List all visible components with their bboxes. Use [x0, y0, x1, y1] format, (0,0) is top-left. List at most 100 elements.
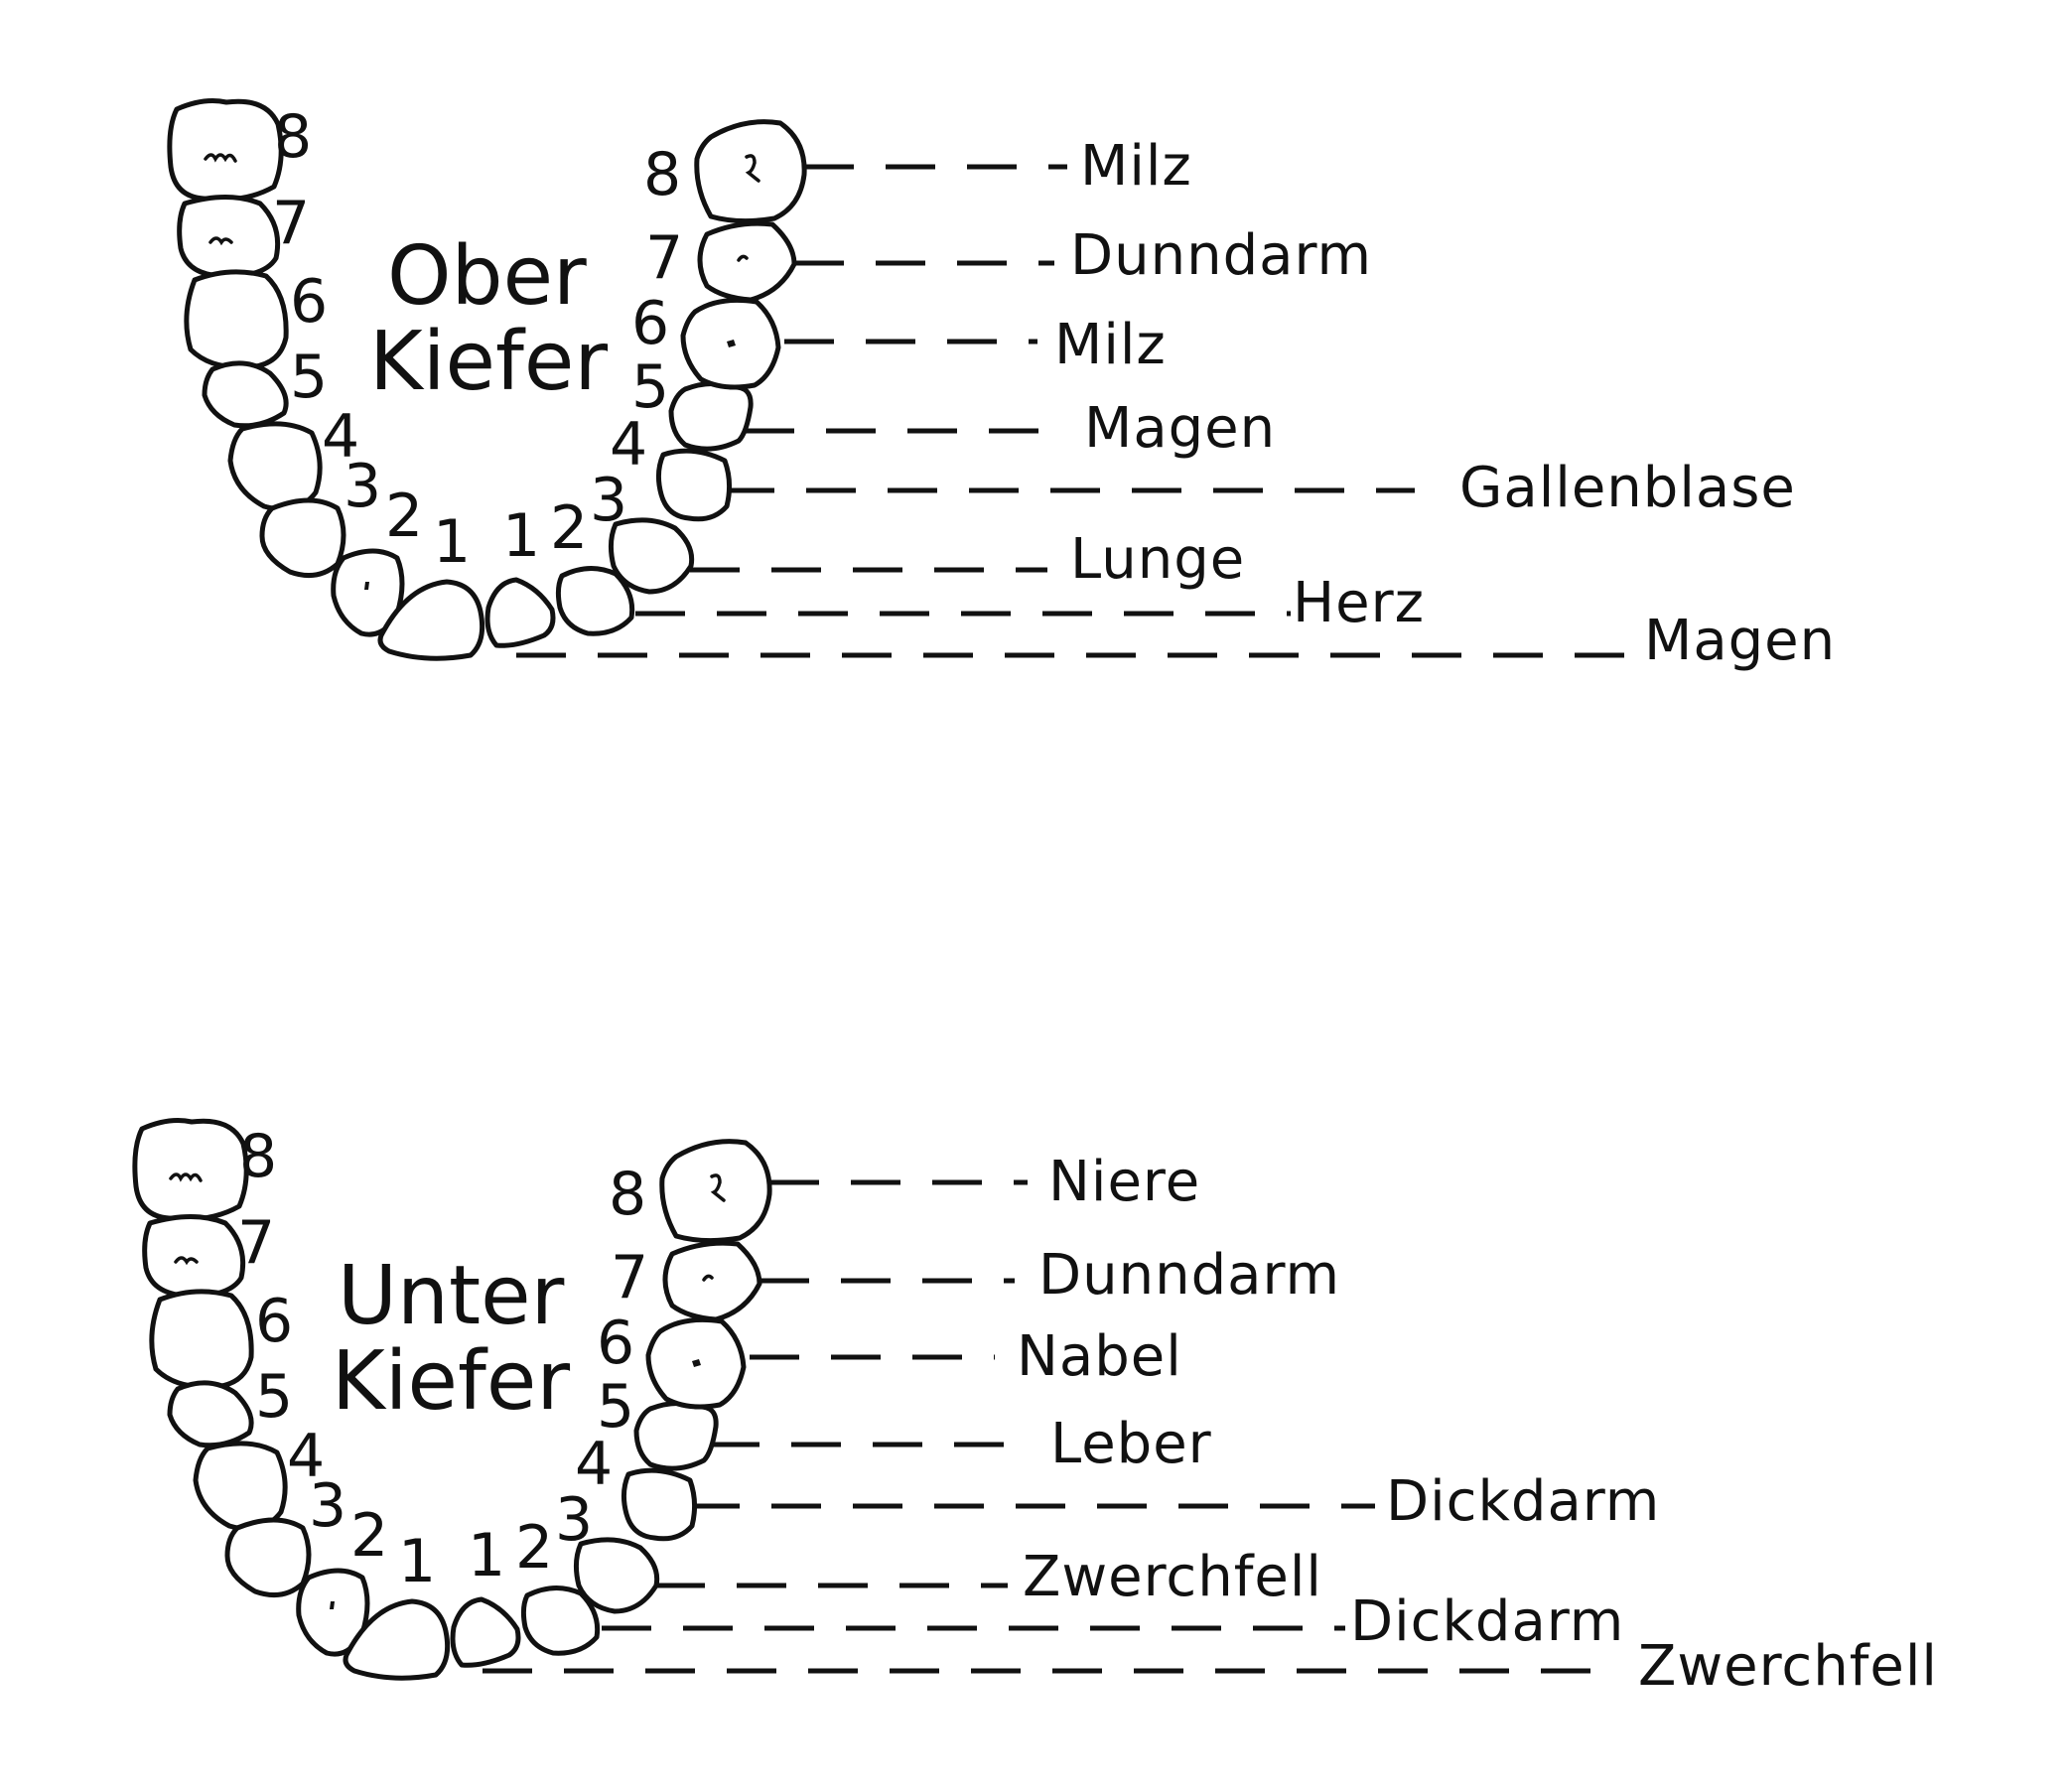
upper-right-tooth-1 [484, 577, 556, 648]
lower-organ-label-3: Zwerchfell [1023, 1545, 1322, 1609]
lower-right-number-2: 2 [515, 1513, 553, 1583]
lower-right-tooth-7-mark [702, 1274, 714, 1282]
upper-organ-label-7: Dunndarm [1070, 223, 1372, 288]
upper-leader-lines [516, 164, 1628, 658]
lower-left-number-4: 4 [287, 1422, 325, 1491]
upper-left-tooth-7-mark [208, 236, 233, 246]
lower-right-number-1: 1 [468, 1521, 505, 1590]
upper-left-number-8: 8 [274, 102, 312, 172]
upper-left-number-6: 6 [290, 267, 328, 337]
upper-right-tooth-7-mark [737, 254, 749, 262]
lower-jaw-title-line1: Unter [338, 1249, 565, 1343]
upper-left-numbers: 8 7 6 5 4 3 2 1 [272, 102, 471, 577]
lower-jaw-title-line2: Kiefer [332, 1334, 570, 1429]
lower-leader-lines [483, 1179, 1593, 1674]
upper-right-tooth-5 [668, 381, 754, 452]
lower-left-tooth-8-mark [169, 1172, 203, 1182]
lower-organ-label-8: Niere [1048, 1150, 1200, 1214]
lower-left-tooth-7-mark [174, 1256, 199, 1266]
lower-right-tooth-4 [621, 1467, 698, 1542]
lower-right-number-4: 4 [575, 1430, 613, 1499]
upper-organ-label-8: Milz [1080, 134, 1192, 199]
upper-left-tooth-2-mark [364, 582, 369, 590]
upper-left-tooth-8 [167, 98, 284, 203]
lower-organ-label-2: Dickdarm [1350, 1589, 1624, 1654]
upper-right-tooth-6-mark [727, 340, 736, 347]
lower-jaw: 8 7 6 5 4 3 2 1 1 2 3 4 5 6 7 8 Unter Ki… [132, 1118, 1938, 1699]
lower-organ-label-4: Dickdarm [1386, 1469, 1660, 1534]
lower-organ-label-6: Nabel [1017, 1324, 1182, 1389]
upper-right-number-5: 5 [631, 352, 669, 422]
upper-organ-label-6: Milz [1054, 313, 1167, 377]
lower-right-number-8: 8 [609, 1160, 646, 1229]
lower-right-tooth-2 [520, 1585, 601, 1656]
lower-right-numbers: 1 2 3 4 5 6 7 8 [468, 1160, 648, 1590]
upper-left-number-1: 1 [433, 507, 471, 577]
lower-right-tooth-1 [450, 1596, 521, 1668]
lower-right-tooth-3 [573, 1537, 660, 1614]
lower-right-number-3: 3 [555, 1485, 593, 1555]
upper-organ-label-4: Gallenblase [1459, 456, 1796, 520]
upper-left-tooth-8-mark [204, 153, 237, 163]
lower-left-number-5: 5 [255, 1362, 293, 1432]
upper-jaw-title-line2: Kiefer [369, 315, 608, 409]
lower-right-number-5: 5 [597, 1372, 634, 1442]
upper-right-number-2: 2 [550, 493, 588, 563]
lower-right-tooth-6-mark [692, 1359, 701, 1367]
upper-organ-label-1: Magen [1644, 609, 1836, 673]
lower-left-tooth-1 [343, 1598, 451, 1681]
upper-left-tooth-5 [202, 360, 289, 429]
upper-right-number-6: 6 [631, 289, 669, 358]
lower-left-tooth-7 [142, 1214, 246, 1299]
upper-left-number-5: 5 [290, 343, 328, 412]
lower-left-number-8: 8 [239, 1122, 277, 1191]
lower-left-tooth-8 [132, 1118, 249, 1222]
lower-right-number-6: 6 [597, 1309, 634, 1378]
lower-left-numbers: 8 7 6 5 4 3 2 1 [237, 1122, 436, 1596]
lower-organ-labels: Niere Dunndarm Nabel Leber Dickdarm Zwer… [1017, 1150, 1938, 1699]
lower-left-tooth-4 [193, 1441, 288, 1532]
upper-right-number-8: 8 [643, 140, 681, 209]
upper-right-tooth-7 [697, 220, 797, 303]
lower-left-number-6: 6 [255, 1287, 293, 1356]
upper-right-number-3: 3 [590, 466, 627, 535]
upper-right-tooth-8-mark [745, 154, 760, 183]
lower-organ-label-5: Leber [1050, 1412, 1212, 1476]
lower-left-number-3: 3 [309, 1471, 346, 1541]
upper-jaw: 8 7 6 5 4 3 2 1 1 2 3 4 5 6 7 8 Ober Kie… [167, 98, 1836, 673]
lower-left-number-2: 2 [350, 1501, 388, 1571]
lower-left-tooth-5 [167, 1380, 254, 1448]
lower-organ-label-1: Zwerchfell [1638, 1634, 1938, 1699]
upper-left-tooth-6 [184, 269, 289, 370]
lower-left-tooth-2-mark [330, 1601, 335, 1609]
upper-organ-labels: Milz Dunndarm Milz Magen Gallenblase Lun… [1054, 134, 1836, 673]
upper-organ-label-2: Herz [1293, 571, 1425, 635]
upper-right-numbers: 1 2 3 4 5 6 7 8 [502, 140, 683, 571]
upper-right-number-1: 1 [502, 501, 540, 571]
lower-right-tooth-8-mark [710, 1173, 726, 1202]
upper-jaw-title-line1: Ober [387, 229, 587, 324]
upper-left-number-2: 2 [385, 482, 423, 551]
upper-right-number-7: 7 [645, 223, 683, 293]
lower-left-tooth-6 [149, 1289, 254, 1390]
upper-left-tooth-7 [177, 195, 281, 279]
upper-left-number-3: 3 [344, 452, 381, 521]
lower-organ-label-7: Dunndarm [1038, 1243, 1340, 1308]
lower-left-tooth-3 [224, 1517, 312, 1598]
lower-left-number-7: 7 [237, 1208, 275, 1278]
upper-right-tooth-3 [608, 517, 695, 595]
upper-left-number-4: 4 [322, 402, 359, 472]
upper-left-tooth-4 [227, 421, 323, 512]
lower-right-number-7: 7 [611, 1243, 648, 1312]
lower-right-tooth-5 [633, 1401, 719, 1471]
upper-left-tooth-3 [259, 497, 346, 579]
upper-right-tooth-4 [655, 448, 733, 522]
upper-organ-label-3: Lunge [1070, 527, 1245, 592]
upper-right-number-4: 4 [610, 410, 647, 480]
lower-right-tooth-7 [662, 1240, 762, 1322]
lower-left-number-1: 1 [398, 1527, 436, 1596]
upper-left-tooth-1 [377, 579, 485, 661]
upper-left-number-7: 7 [272, 189, 310, 258]
upper-right-tooth-2 [555, 566, 635, 636]
